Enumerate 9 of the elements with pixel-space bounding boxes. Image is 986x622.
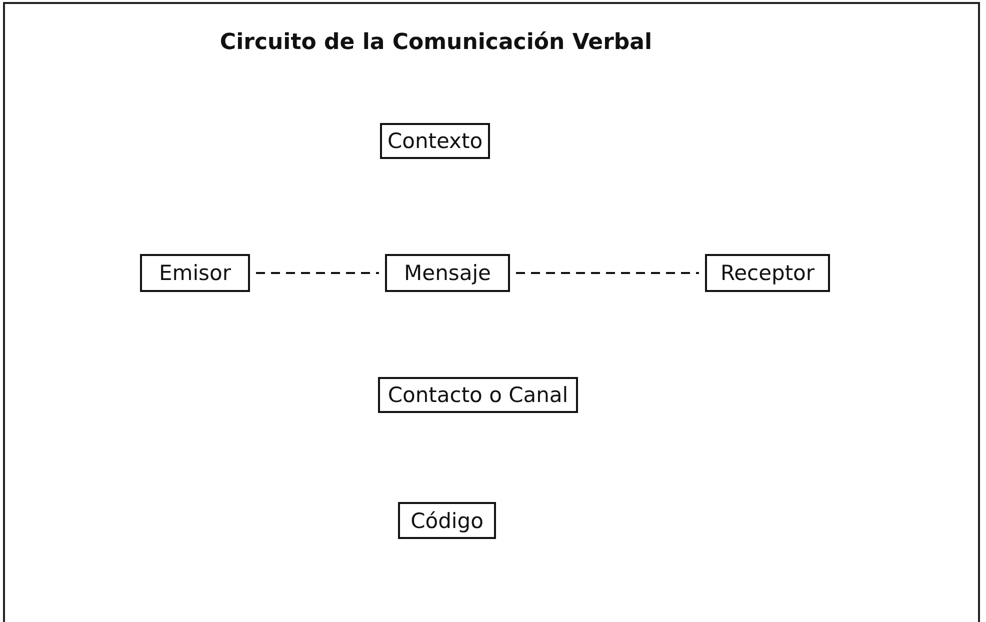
text-box: Contexto — [380, 123, 490, 159]
dashed-connector — [256, 272, 379, 274]
text-box: Mensaje — [385, 254, 510, 292]
text-box: Receptor — [705, 254, 830, 292]
diagram-title: Circuito de la Comunicación Verbal — [218, 30, 654, 55]
dashed-connector — [516, 272, 699, 274]
text-box: Código — [398, 502, 496, 539]
text-box: Emisor — [140, 254, 250, 292]
text-box: Contacto o Canal — [378, 377, 578, 413]
